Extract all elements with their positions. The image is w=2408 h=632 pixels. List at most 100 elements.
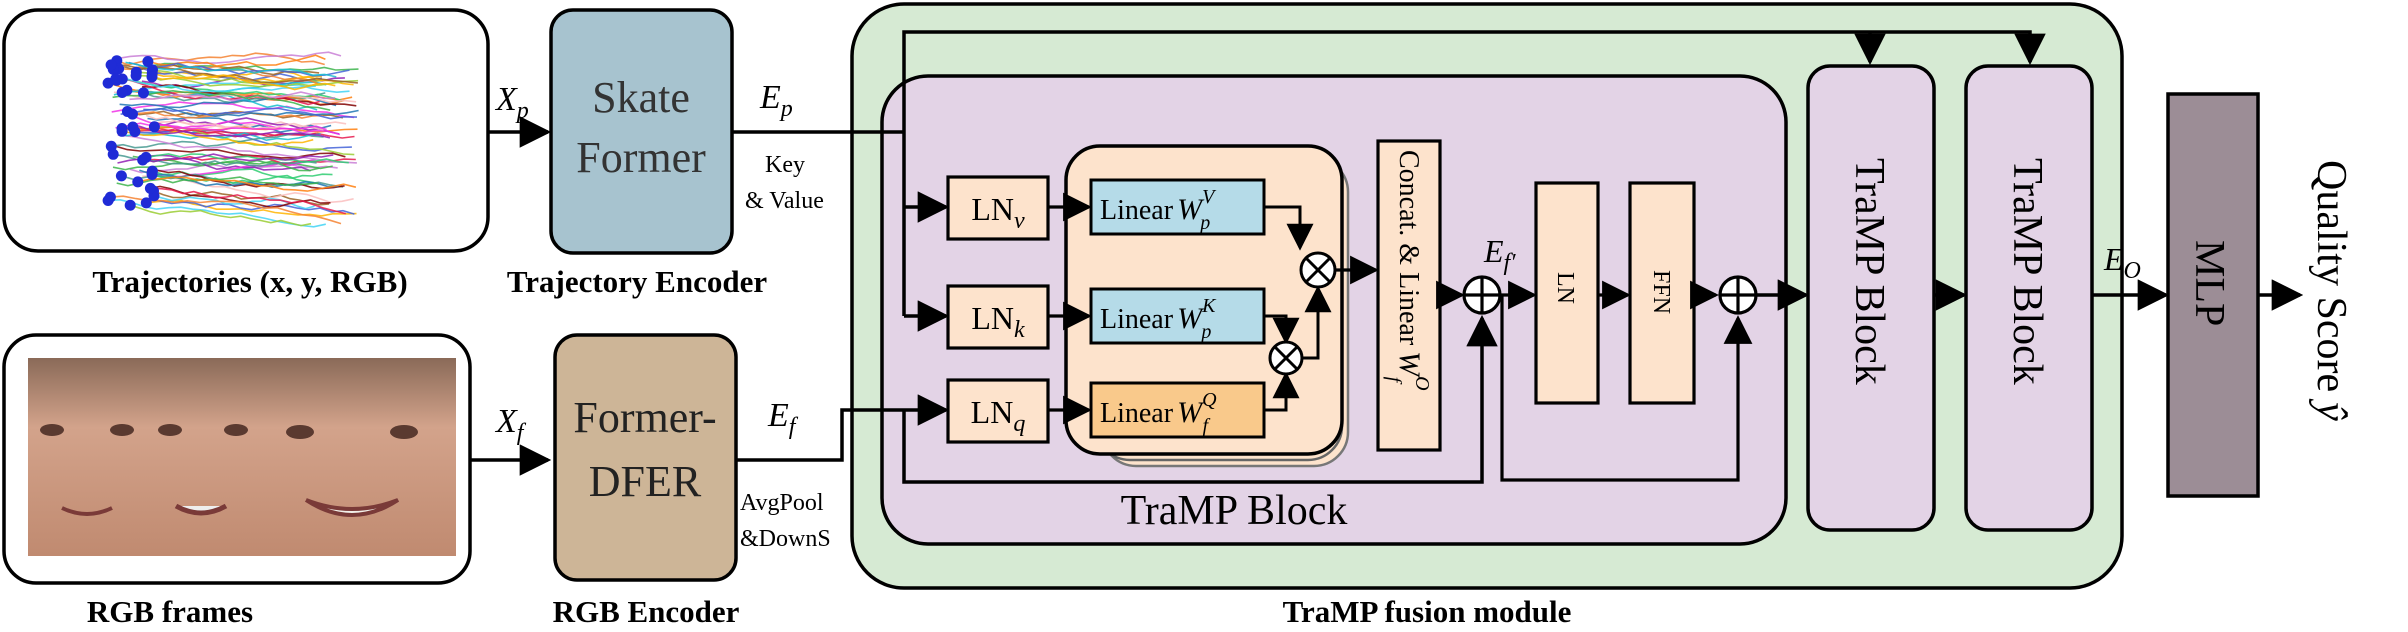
- formerdfer-label-2: DFER: [589, 457, 702, 506]
- trajectory-line: [129, 91, 336, 102]
- concat-linear-label: Concat. & LinearWOf: [1383, 150, 1433, 391]
- tramp-block-2-label: TraMP Block: [1846, 158, 1892, 385]
- ln-v-box: [946, 175, 1050, 241]
- tramp-block-2: [1806, 64, 1936, 532]
- ln-q-box: [946, 378, 1050, 444]
- trajectory-start-point: [146, 71, 158, 83]
- face-frame-2: [146, 358, 256, 556]
- trajectory-line: [117, 51, 342, 65]
- downs-note: &DownS: [740, 526, 831, 552]
- ln-box: [1534, 181, 1600, 405]
- rgb-encoder-caption: RGB Encoder: [553, 594, 740, 629]
- trajectory-line: [129, 204, 312, 227]
- mlp-label: MLP: [2186, 240, 2232, 326]
- trajectory-line: [135, 116, 327, 132]
- eo-label: EO: [2103, 241, 2141, 284]
- xp-label: Xp: [494, 81, 529, 124]
- trajectory-line: [139, 169, 339, 189]
- skateformer-label-2: Former: [576, 133, 706, 182]
- trajectory-start-point: [105, 59, 117, 71]
- ln-label: LN: [1552, 272, 1578, 304]
- trajectory-line: [151, 73, 336, 91]
- ffn-box: [1628, 181, 1696, 405]
- trajectory-start-point: [130, 70, 142, 82]
- tramp-block-3: [1964, 64, 2094, 532]
- linear-v-box: [1089, 178, 1266, 236]
- trajectory-start-point: [115, 170, 127, 182]
- trajectory-start-point: [124, 199, 136, 211]
- trajectory-start-point: [144, 182, 156, 194]
- mlp-box: [2166, 92, 2260, 498]
- mul1-to-mul2: [1302, 285, 1332, 360]
- trajectory-line: [137, 176, 357, 192]
- skip-to-block-3: [902, 30, 2046, 132]
- value-note: & Value: [745, 188, 824, 214]
- face-frame-1: [28, 358, 146, 556]
- trajectory-points: [102, 55, 160, 211]
- fusion-module-caption: TraMP fusion module: [1283, 594, 1572, 629]
- trajectory-line: [148, 197, 355, 215]
- quality-score-label: Quality Scoreŷ: [2308, 160, 2354, 421]
- skateformer-encoder: [549, 8, 734, 255]
- trajectory-start-point: [104, 191, 116, 203]
- trajectory-line: [115, 78, 316, 93]
- avgpool-note: AvgPool: [740, 490, 824, 516]
- skateformer-label-1: Skate: [592, 73, 690, 122]
- trajectory-start-point: [107, 148, 119, 160]
- trajectory-line: [132, 67, 323, 82]
- trajectory-start-point: [138, 87, 149, 99]
- trajectory-line: [111, 132, 324, 149]
- trajectory-line: [141, 154, 311, 172]
- trajectory-line: [145, 153, 349, 164]
- trajectory-line: [146, 169, 345, 190]
- trajectory-line: [116, 176, 319, 187]
- trajectory-line: [151, 72, 354, 86]
- trajectory-line: [143, 92, 326, 104]
- formerdfer-label-1: Former-: [573, 393, 716, 442]
- trajectory-start-point: [127, 108, 138, 120]
- trajectory-line: [120, 107, 358, 120]
- trajectory-line: [129, 123, 331, 139]
- trajectory-start-point: [132, 176, 144, 188]
- ln-v-label: LNv: [971, 191, 1025, 234]
- trajectory-encoder-caption: Trajectory Encoder: [507, 264, 767, 299]
- trajectory-line: [150, 187, 346, 215]
- trajectory-start-point: [140, 151, 152, 163]
- key-note: Key: [765, 152, 805, 178]
- trajectory-start-point: [116, 125, 128, 137]
- add1-residual: [1500, 295, 1753, 482]
- eff-label: Ef′: [1483, 233, 1516, 276]
- link-to-mul1: [1264, 314, 1300, 345]
- trajectories-input: [2, 8, 490, 253]
- formerdfer-encoder: [553, 333, 738, 582]
- trajectory-line: [146, 199, 357, 217]
- concat-linear-box: [1376, 139, 1442, 452]
- trajectory-line: [121, 130, 314, 146]
- trajectory-start-point: [148, 121, 160, 133]
- trajectory-start-point: [140, 197, 152, 209]
- trajectory-start-point: [110, 73, 122, 85]
- trajectory-line: [117, 134, 357, 164]
- linv-to-mul2: [1264, 205, 1314, 251]
- trajectory-line: [114, 145, 346, 159]
- trajectory-start-point: [146, 169, 158, 180]
- ef-label: Ef: [767, 397, 799, 440]
- ln-k-label: LNk: [971, 300, 1025, 343]
- trajectories-caption: Trajectories (x, y, RGB): [92, 264, 407, 299]
- trajectory-start-point: [127, 121, 139, 133]
- rgb-frames-input: [2, 333, 472, 585]
- tramp-block-label: TraMP Block: [1121, 488, 1348, 534]
- ep-label: Ep: [759, 79, 793, 122]
- ln-q-label: LNq: [971, 394, 1026, 437]
- face-frame-3: [256, 358, 456, 556]
- trajectory-line: [153, 190, 330, 206]
- trajectory-line: [116, 78, 320, 106]
- add-icon: [1720, 277, 1756, 313]
- add-icon: [1464, 277, 1500, 313]
- linq-to-mul1: [1264, 371, 1300, 412]
- xf-label: Xf: [494, 403, 527, 446]
- tramp-block-3-label: TraMP Block: [2004, 158, 2050, 385]
